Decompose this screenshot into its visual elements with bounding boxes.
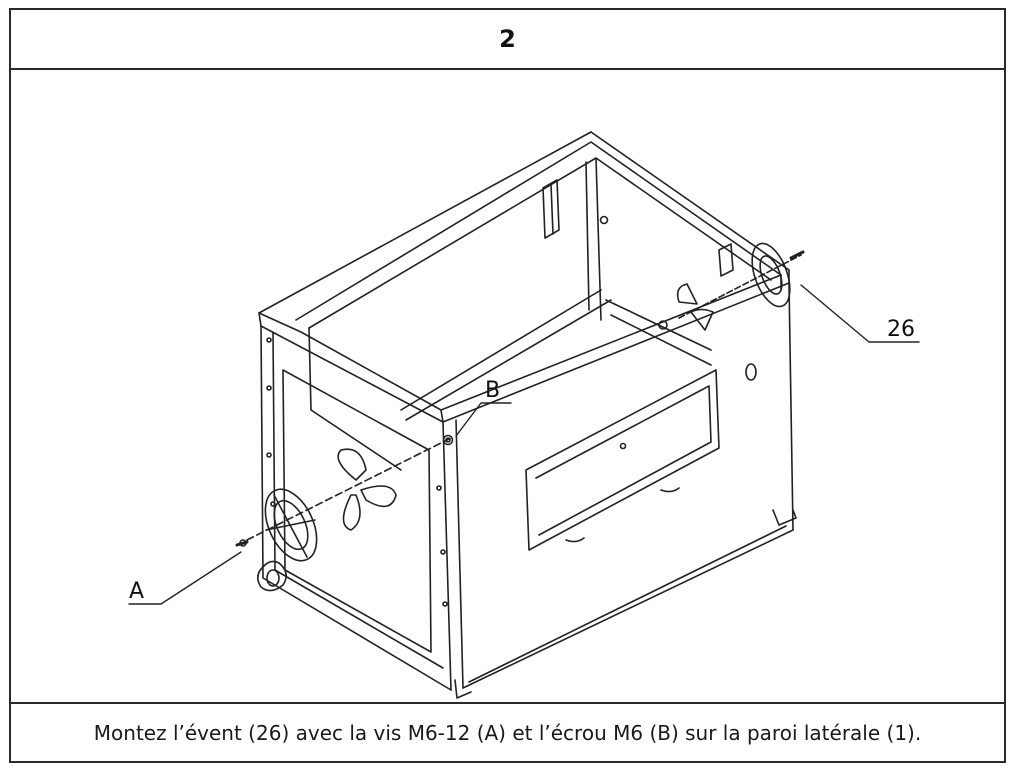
box-front-wall [454,282,797,699]
box-left-wall [260,325,464,691]
assembly-illustration: A B 26 [11,70,1004,704]
box-top-rim [258,131,790,423]
step-header: 2 [11,10,1004,70]
right-vent-assembly [658,242,805,331]
step-number: 2 [499,25,516,53]
callout-leaders [128,284,920,605]
left-vent-assembly [235,434,454,592]
caption-area: Montez l’évent (26) avec la vis M6-12 (A… [11,704,1004,761]
instruction-sheet: 2 [9,8,1006,763]
callout-label-26: 26 [887,317,915,342]
callout-label-a: A [129,579,144,604]
assembly-drawing: A B 26 [128,131,920,699]
instruction-caption: Montez l’évent (26) avec la vis M6-12 (A… [93,720,922,745]
box-inner-frame [295,141,782,471]
callout-label-b: B [485,378,500,403]
